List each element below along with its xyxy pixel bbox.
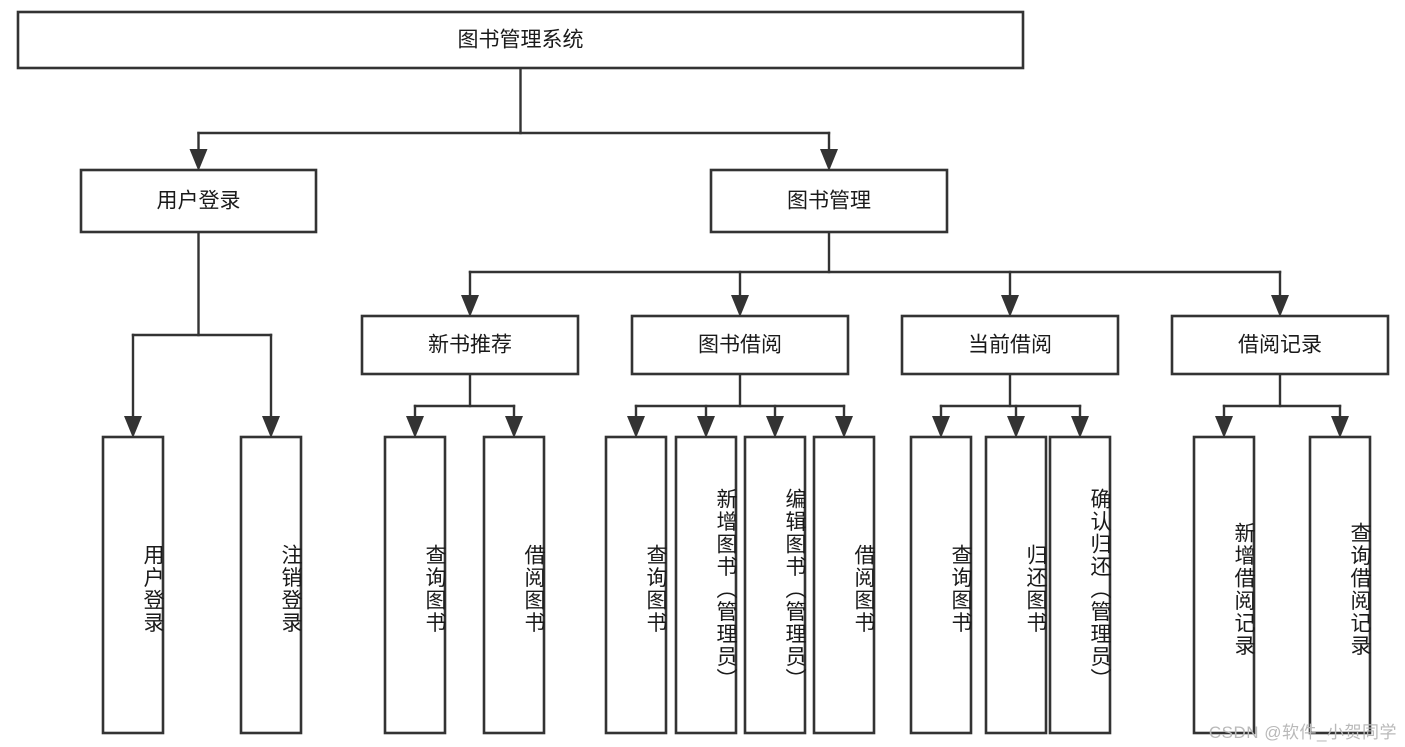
node-box-leaf-borrow-book-2[interactable] xyxy=(812,435,876,735)
node-box-leaf-user-login[interactable] xyxy=(101,435,165,735)
arrow-head xyxy=(766,416,784,438)
connector-user-login-bus xyxy=(124,230,280,438)
node-box-book-management[interactable] xyxy=(709,168,949,234)
connector-new-book-recommend-bus xyxy=(406,372,523,438)
arrow-head xyxy=(820,149,838,171)
node-box-leaf-add-book-admin[interactable] xyxy=(674,435,738,735)
node-label-borrow-records: 借阅记录 xyxy=(1238,334,1322,357)
connector-root-bus xyxy=(189,66,838,171)
node-box-leaf-query-borrow-record[interactable] xyxy=(1308,435,1372,735)
node-label-new-book-recommend: 新书推荐 xyxy=(428,334,512,357)
connector-borrow-records-bus xyxy=(1215,372,1349,438)
arrow-head xyxy=(262,416,280,438)
arrow-head xyxy=(1071,416,1089,438)
node-box-book-borrow[interactable] xyxy=(630,314,850,376)
node-box-leaf-query-book-1[interactable] xyxy=(383,435,447,735)
node-box-leaf-add-borrow-record[interactable] xyxy=(1192,435,1256,735)
node-box-user-login[interactable] xyxy=(79,168,318,234)
arrow-head xyxy=(697,416,715,438)
node-box-root[interactable] xyxy=(16,10,1025,70)
node-box-leaf-edit-book-admin[interactable] xyxy=(743,435,807,735)
node-box-leaf-query-book-2[interactable] xyxy=(604,435,668,735)
node-box-current-borrow[interactable] xyxy=(900,314,1120,376)
node-box-borrow-records[interactable] xyxy=(1170,314,1390,376)
arrow-head xyxy=(627,416,645,438)
arrow-head xyxy=(406,416,424,438)
arrow-head xyxy=(731,295,749,317)
node-label-current-borrow: 当前借阅 xyxy=(968,334,1052,357)
connector-layer xyxy=(124,66,1349,438)
node-label-root: 图书管理系统 xyxy=(458,29,584,52)
node-box-leaf-return-book[interactable] xyxy=(984,435,1048,735)
connector-current-borrow-bus xyxy=(932,372,1089,438)
arrow-head xyxy=(1001,295,1019,317)
node-label-book-borrow: 图书借阅 xyxy=(698,334,782,357)
watermark-credit: CSDN @软件_小贺同学 xyxy=(1208,723,1397,742)
arrow-head xyxy=(835,416,853,438)
arrow-head xyxy=(124,416,142,438)
node-box-leaf-borrow-book-1[interactable] xyxy=(482,435,546,735)
arrow-head xyxy=(1215,416,1233,438)
arrow-head xyxy=(1331,416,1349,438)
arrow-head xyxy=(1007,416,1025,438)
node-label-user-login: 用户登录 xyxy=(157,190,241,213)
arrow-head xyxy=(505,416,523,438)
connector-book-management-bus xyxy=(461,230,1289,317)
node-box-layer xyxy=(16,10,1390,735)
arrow-head xyxy=(461,295,479,317)
node-box-new-book-recommend[interactable] xyxy=(360,314,580,376)
node-box-leaf-confirm-return-admin[interactable] xyxy=(1048,435,1112,735)
arrow-head xyxy=(1271,295,1289,317)
arrow-head xyxy=(932,416,950,438)
node-box-leaf-query-book-3[interactable] xyxy=(909,435,973,735)
node-label-book-management: 图书管理 xyxy=(787,190,871,213)
node-box-leaf-user-logout[interactable] xyxy=(239,435,303,735)
arrow-head xyxy=(189,149,208,171)
connector-book-borrow-bus xyxy=(627,372,853,438)
